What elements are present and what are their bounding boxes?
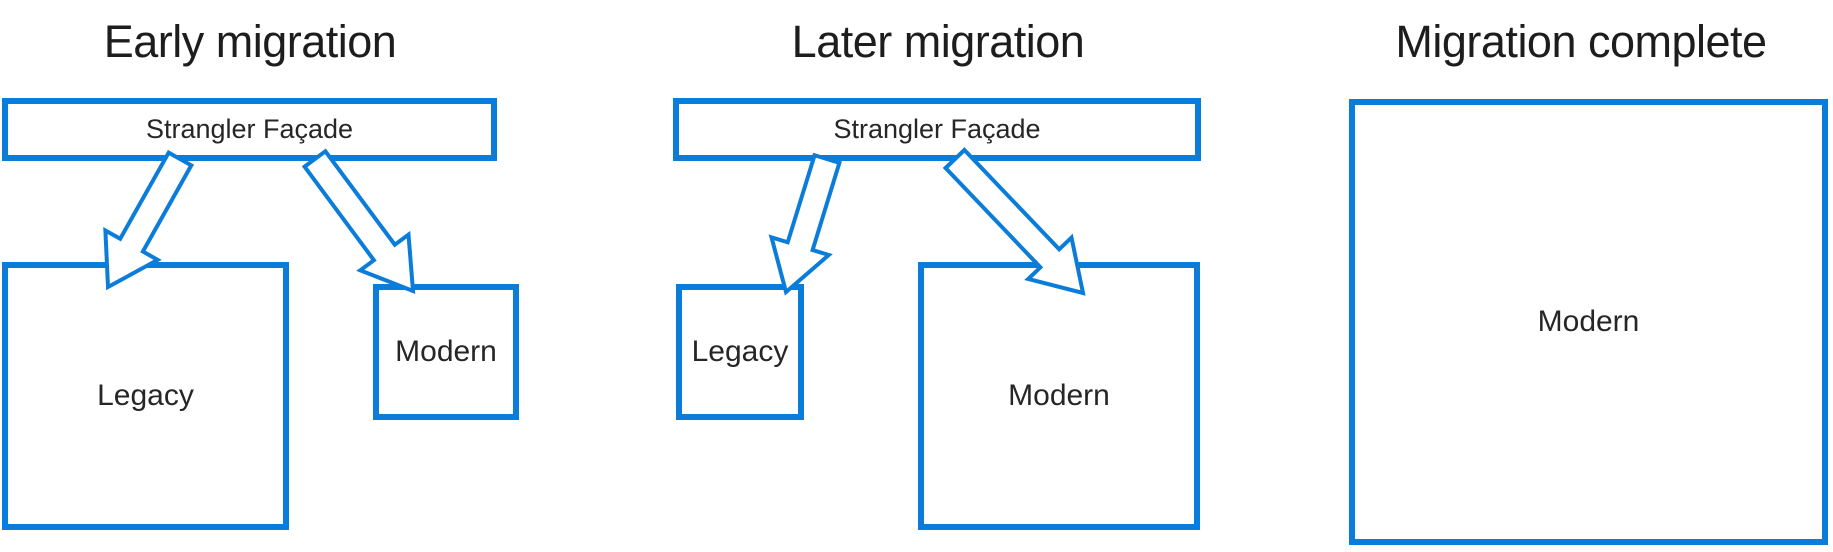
box-label-early-legacy: Legacy [97, 379, 194, 412]
box-label-early-facade: Strangler Façade [145, 114, 354, 144]
arrow-early-facade-to-modern [301, 148, 416, 295]
box-label-complete-modern: Modern [1537, 305, 1640, 338]
box-early-modern: Modern [373, 284, 519, 420]
box-label-early-modern: Modern [395, 335, 497, 368]
panel-title-early: Early migration [103, 16, 397, 67]
box-label-later-facade: Strangler Façade [833, 114, 1041, 144]
box-early-facade: Strangler Façade [2, 98, 497, 161]
panel-title-later: Later migration [791, 16, 1085, 67]
panel-title-complete: Migration complete [1395, 16, 1767, 67]
box-label-later-modern: Modern [1008, 379, 1110, 412]
box-later-legacy: Legacy [676, 284, 804, 420]
box-later-facade: Strangler Façade [673, 98, 1201, 161]
box-early-legacy: Legacy [2, 262, 289, 530]
box-label-later-legacy: Legacy [691, 335, 789, 368]
box-later-modern: Modern [918, 262, 1200, 530]
arrow-later-facade-to-legacy [768, 152, 842, 296]
box-complete-modern: Modern [1349, 99, 1828, 545]
